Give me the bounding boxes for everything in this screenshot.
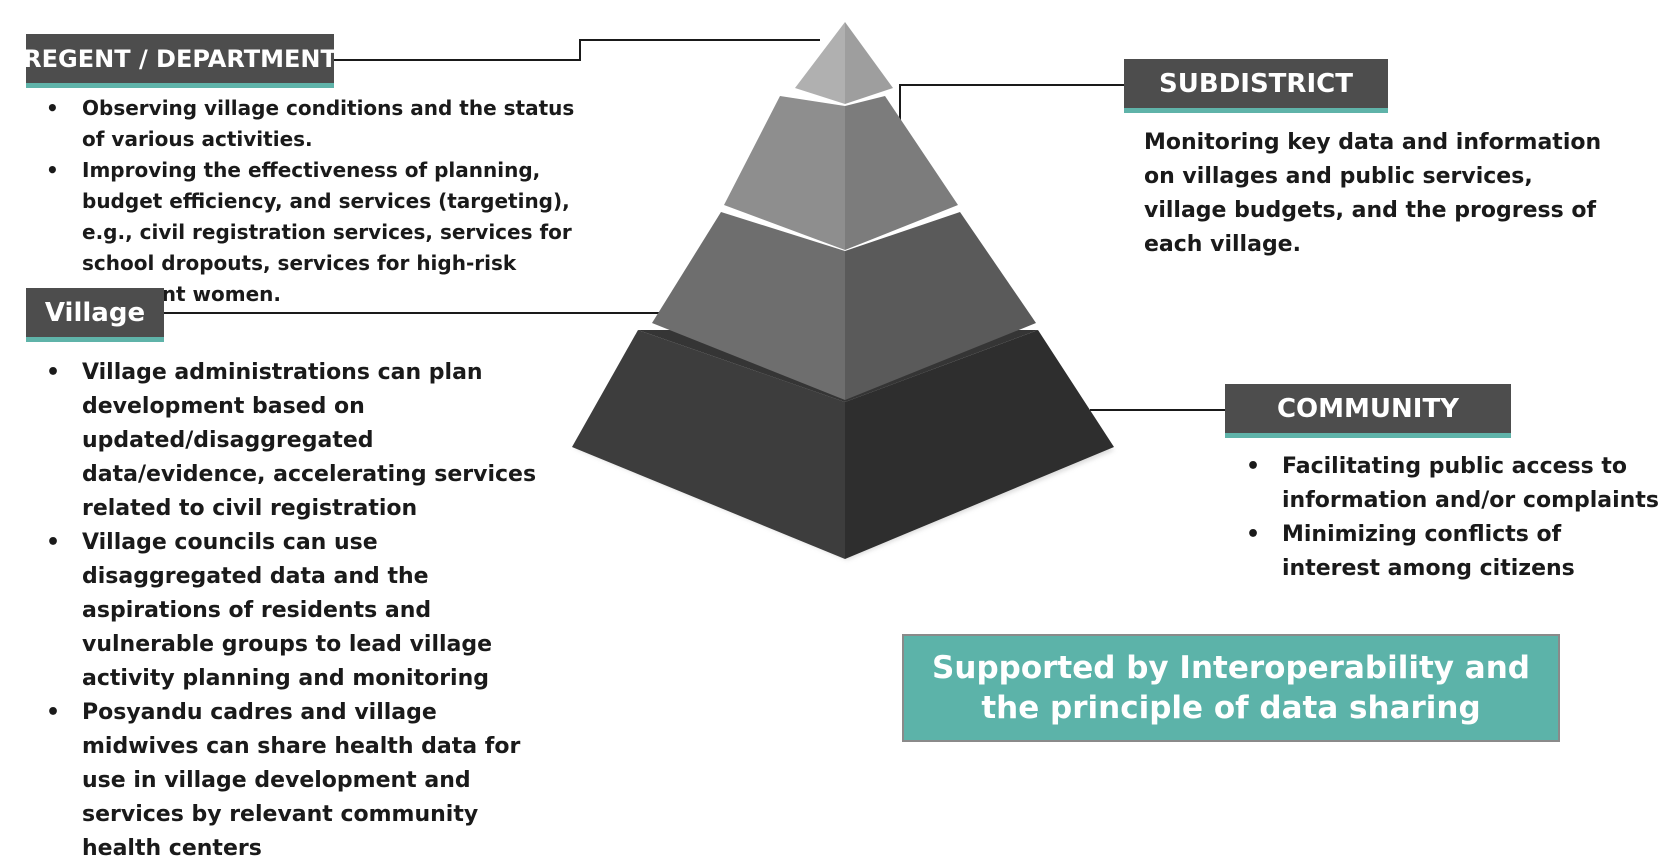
subdistrict-label: SUBDISTRICT [1124,59,1388,113]
subdistrict-description: Monitoring key data and information on v… [1144,130,1602,257]
list-item: Village administrations can plan develop… [46,356,546,526]
regent-department-list: Observing village conditions and the sta… [46,93,581,310]
pyramid-level-2 [724,96,958,250]
community-label: COMMUNITY [1225,384,1511,438]
list-item: Facilitating public access to informatio… [1246,450,1661,518]
subdistrict-connector [899,84,1124,120]
pyramid-level-1 [795,22,893,104]
village-label: Village [26,288,164,342]
community-list: Facilitating public access to informatio… [1246,450,1661,586]
pyramid-level-3 [652,212,1036,400]
list-item: Posyandu cadres and village midwives can… [46,696,546,866]
interoperability-banner: Supported by Interoperability and the pr… [902,634,1560,742]
pyramid [572,22,1115,560]
list-item: Improving the effectiveness of planning,… [46,155,581,310]
list-item: Minimizing conflicts of interest among c… [1246,518,1661,586]
list-item: Village councils can use disaggregated d… [46,526,546,696]
connector-lines [164,39,1225,411]
regent-department-label: REGENT / DEPARTMENT [23,34,337,88]
regent-connector [334,39,820,61]
list-item: Observing village conditions and the sta… [46,93,581,155]
village-list: Village administrations can plan develop… [46,356,546,866]
